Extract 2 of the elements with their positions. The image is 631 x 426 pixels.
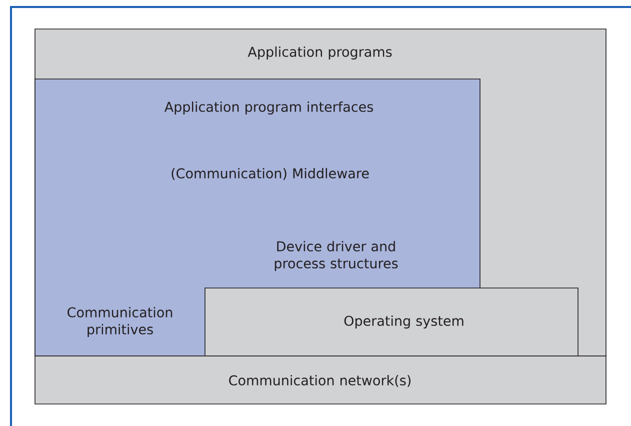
layer-box: Communication network(s) — [34, 356, 606, 404]
layer-box: Operating system — [204, 288, 578, 356]
